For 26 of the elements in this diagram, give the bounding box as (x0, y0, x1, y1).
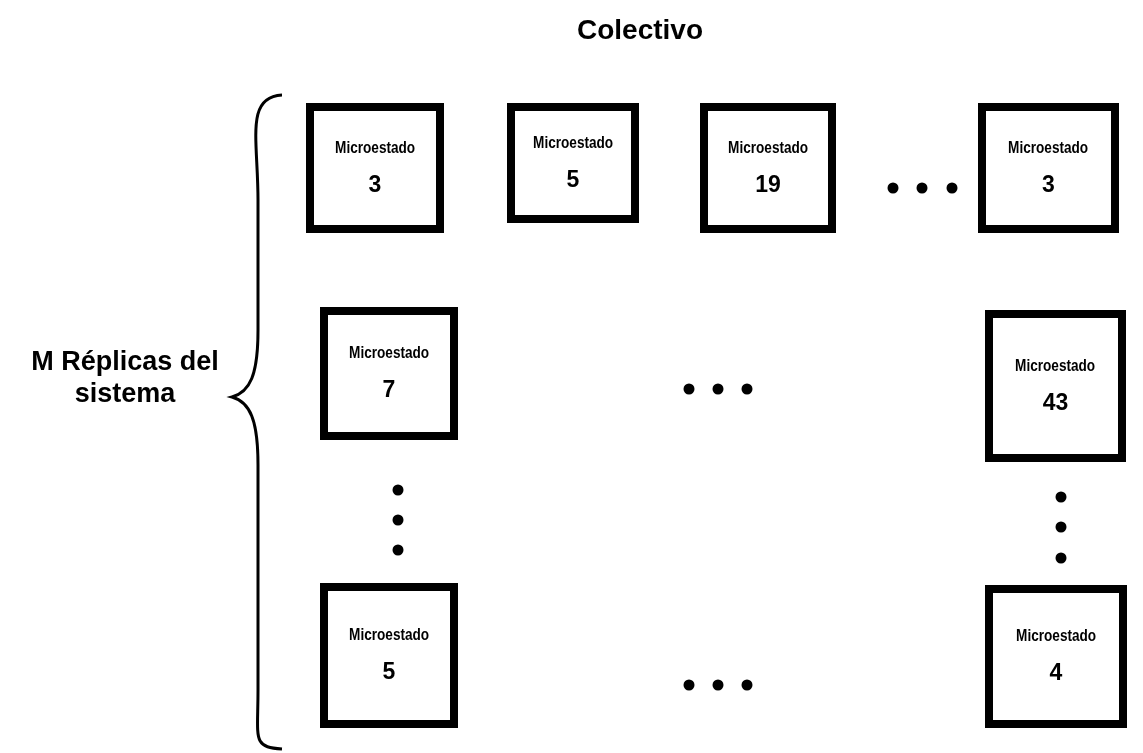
box-heading: Microestado (1015, 356, 1096, 375)
state-box (320, 307, 458, 440)
box-heading: Microestado (348, 344, 430, 362)
state-box (985, 310, 1126, 462)
state-box (507, 103, 639, 223)
box-heading: Microestado (532, 133, 614, 152)
state-box (978, 103, 1119, 233)
state-number: 43 (1042, 388, 1069, 416)
state-number: 4 (1049, 659, 1063, 686)
box-heading: Microestado (348, 626, 430, 644)
state-number: 19 (755, 170, 781, 198)
box-heading: Microestado (1008, 138, 1089, 157)
state-box (700, 103, 836, 233)
state-box (306, 103, 444, 233)
state-number: 5 (566, 165, 580, 193)
state-number: 3 (1042, 170, 1055, 198)
diagram-title: Colectivo (576, 14, 704, 46)
state-number: 7 (382, 376, 396, 403)
state-box (320, 583, 458, 728)
box-heading: Microestado (1015, 627, 1097, 645)
side-label: M Réplicas del sistema (30, 345, 220, 409)
box-heading: Microestado (334, 138, 416, 157)
state-number: 5 (382, 658, 396, 685)
state-box (985, 585, 1127, 728)
state-number: 3 (368, 170, 382, 198)
box-heading: Microestado (727, 138, 809, 157)
